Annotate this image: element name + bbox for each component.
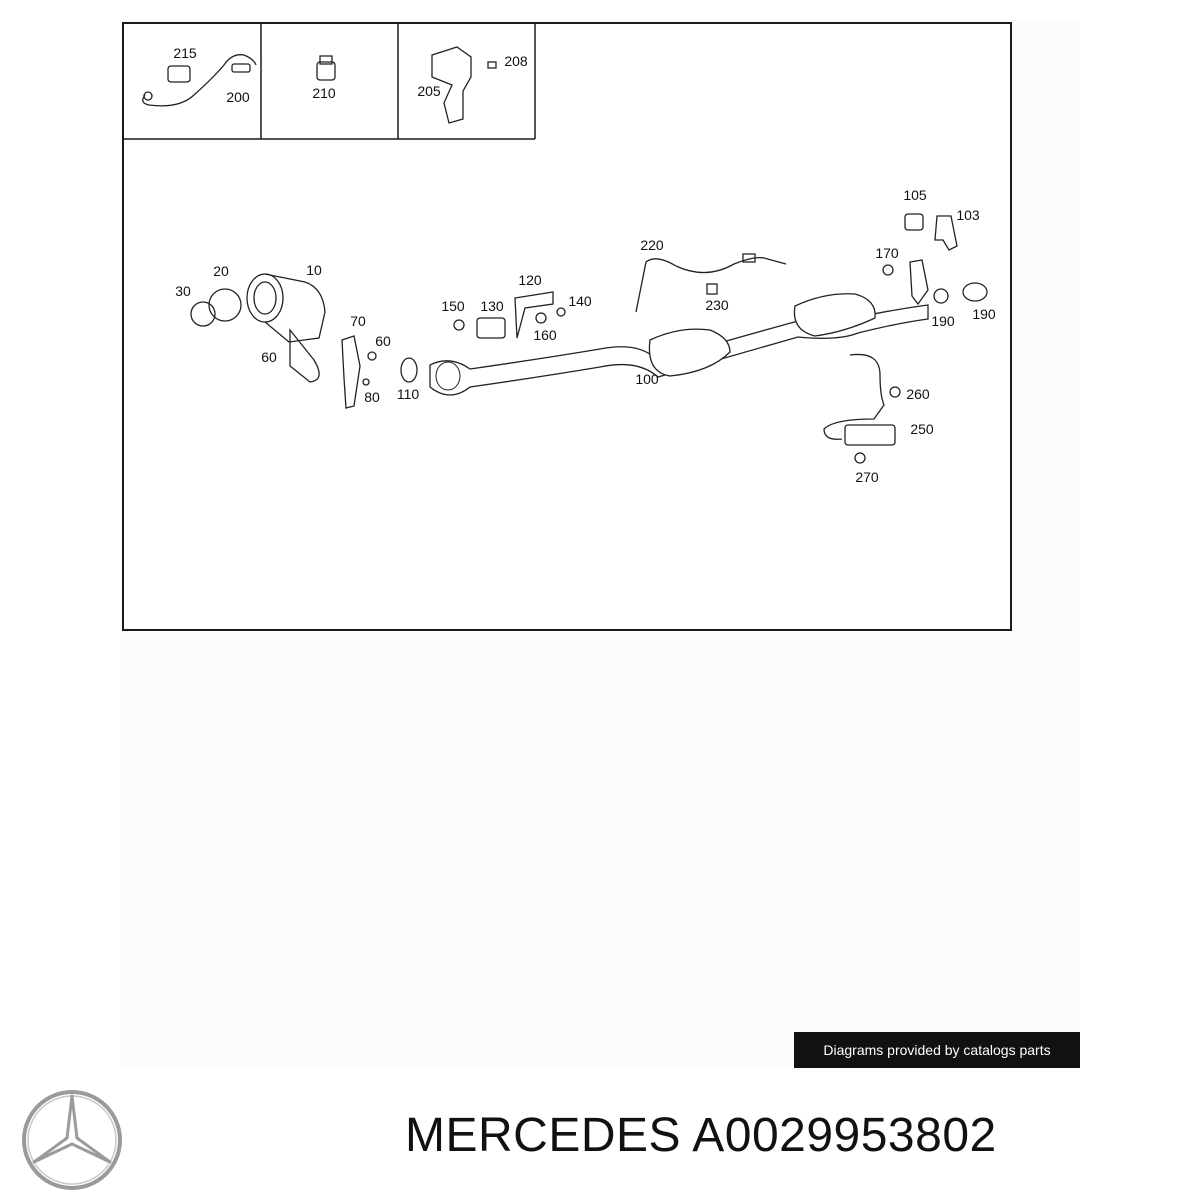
callout-220: 220 [640, 237, 664, 253]
bracket-inset [431, 46, 497, 124]
rear-hanger-parts [882, 213, 988, 306]
callout-labels: 215 200 210 208 205 105 103 220 170 10 20 30 120 140 2… [173, 45, 996, 485]
callout-190b: 190 [972, 306, 996, 322]
brand-name: MERCEDES [405, 1109, 682, 1162]
callout-10: 10 [306, 262, 322, 278]
callout-60b: 60 [261, 349, 277, 365]
exhaust-pipe-100 [429, 293, 929, 396]
callout-205: 205 [417, 83, 441, 99]
part-number: A0029953802 [692, 1109, 997, 1162]
inset-boxes [122, 22, 536, 140]
callout-230: 230 [705, 297, 729, 313]
seal-ring-110 [400, 357, 418, 383]
callout-200: 200 [226, 89, 250, 105]
callout-250: 250 [910, 421, 934, 437]
callout-208: 208 [504, 53, 528, 69]
oxygen-sensor-inset [142, 54, 257, 107]
callout-140: 140 [568, 293, 592, 309]
callout-103: 103 [956, 207, 980, 223]
callout-120: 120 [518, 272, 542, 288]
callout-20: 20 [213, 263, 229, 279]
callout-100: 100 [635, 371, 659, 387]
clip-inset [316, 55, 336, 81]
callout-190a: 190 [931, 313, 955, 329]
mercedes-star-logo [22, 1090, 122, 1190]
catalytic-converter-front [190, 273, 326, 383]
bracket-70 [341, 335, 377, 409]
temperature-sensor-220 [635, 253, 787, 313]
callout-30: 30 [175, 283, 191, 299]
callout-170: 170 [875, 245, 899, 261]
callout-60a: 60 [375, 333, 391, 349]
callout-210: 210 [312, 85, 336, 101]
callout-270: 270 [855, 469, 879, 485]
nox-sensor-250 [823, 353, 901, 464]
callout-105: 105 [903, 187, 927, 203]
callout-70: 70 [350, 313, 366, 329]
callout-130: 130 [480, 298, 504, 314]
callout-215: 215 [173, 45, 197, 61]
attribution-banner: Diagrams provided by catalogs parts [794, 1032, 1080, 1068]
callout-150: 150 [441, 298, 465, 314]
callout-160: 160 [533, 327, 557, 343]
bracket-parts-120-160 [453, 291, 566, 339]
brand-part-number: MERCEDES A0029953802 [405, 1108, 997, 1163]
callout-110: 110 [397, 386, 420, 402]
callout-80: 80 [364, 389, 380, 405]
callout-260: 260 [906, 386, 930, 402]
